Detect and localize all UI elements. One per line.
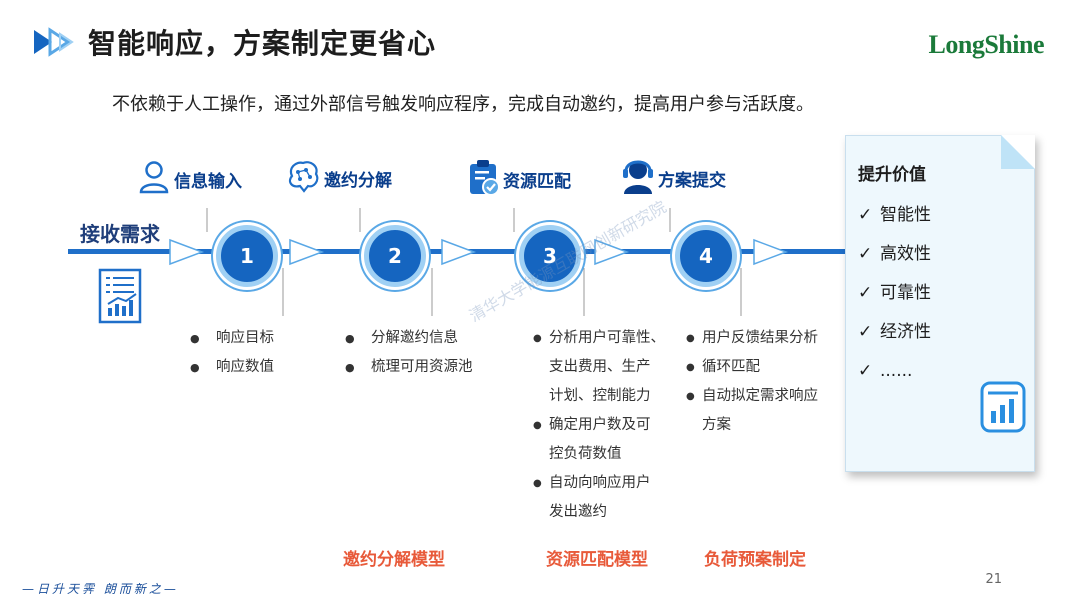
step-1-header: 信息输入 xyxy=(138,160,242,198)
list-item: 用户反馈结果分析 xyxy=(686,324,818,353)
list-item-continued: 支出费用、生产 xyxy=(549,359,651,375)
step-2-header: 邀约分解 xyxy=(284,158,392,198)
value-card: 提升价值 ✓智能性 ✓高效性 ✓可靠性 ✓经济性 ✓...... xyxy=(845,135,1035,472)
model-label-load: 负荷预案制定 xyxy=(704,550,806,570)
list-item: 分析用户可靠性、 xyxy=(533,324,665,353)
list-item: 循环匹配 xyxy=(686,353,818,382)
list-item-continued: 控负荷数值 xyxy=(549,446,622,462)
brain-icon xyxy=(284,158,322,198)
step-1-label: 信息输入 xyxy=(174,171,242,192)
model-label-resource: 资源匹配模型 xyxy=(546,550,648,570)
value-item: ✓经济性 xyxy=(858,313,931,352)
brand-logo: LongShine xyxy=(928,30,1045,59)
step-1-circle: 1 xyxy=(216,225,278,287)
step-2-label: 邀约分解 xyxy=(324,170,392,191)
check-icon: ✓ xyxy=(858,244,873,264)
step-1-bullets: 响应目标 响应数值 xyxy=(190,324,274,382)
clipboard-check-icon xyxy=(467,158,501,200)
value-item: ✓高效性 xyxy=(858,235,931,274)
bar-chart-icon xyxy=(980,381,1026,433)
user-icon xyxy=(138,160,170,198)
check-icon: ✓ xyxy=(858,283,873,303)
page-subtitle: 不依赖于人工操作，通过外部信号触发响应程序，完成自动邀约，提高用户参与活跃度。 xyxy=(112,94,814,115)
list-item-continued: 方案 xyxy=(702,417,731,433)
list-item: 分解邀约信息 xyxy=(345,324,473,353)
page-title: 智能响应，方案制定更省心 xyxy=(88,27,437,60)
value-title: 提升价值 xyxy=(858,165,926,185)
value-item: ✓智能性 xyxy=(858,196,931,235)
list-item-continued: 发出邀约 xyxy=(549,504,607,520)
model-label-invite: 邀约分解模型 xyxy=(343,550,445,570)
list-item: 确定用户数及可 xyxy=(533,411,665,440)
step-3-bullets: 分析用户可靠性、 支出费用、生产 计划、控制能力 确定用户数及可 控负荷数值 自… xyxy=(533,324,665,527)
list-item-continued: 计划、控制能力 xyxy=(549,388,651,404)
step-4-bullets: 用户反馈结果分析 循环匹配 自动拟定需求响应 方案 xyxy=(686,324,818,440)
list-item: 自动拟定需求响应 xyxy=(686,382,818,411)
step-4-header: 方案提交 xyxy=(620,156,726,200)
step-3-label: 资源匹配 xyxy=(503,171,571,192)
title-play-icon xyxy=(30,26,76,62)
list-item: 响应目标 xyxy=(190,324,274,353)
report-chart-icon xyxy=(96,266,146,332)
value-list: ✓智能性 ✓高效性 ✓可靠性 ✓经济性 ✓...... xyxy=(858,196,931,391)
list-item: 梳理可用资源池 xyxy=(345,353,473,382)
receive-requirement-label: 接收需求 xyxy=(80,222,160,246)
footer-slogan: —日升天霁 朗而新之— xyxy=(22,582,179,596)
page-number: 21 xyxy=(985,572,1002,587)
folded-corner-icon xyxy=(1001,135,1035,169)
step-3-circle: 3 xyxy=(519,225,581,287)
step-3-header: 资源匹配 xyxy=(467,158,571,200)
check-icon: ✓ xyxy=(858,361,873,381)
list-item: 自动向响应用户 xyxy=(533,469,665,498)
step-4-label: 方案提交 xyxy=(658,170,726,191)
value-item: ✓...... xyxy=(858,352,931,391)
support-agent-icon xyxy=(620,156,656,200)
check-icon: ✓ xyxy=(858,205,873,225)
step-2-bullets: 分解邀约信息 梳理可用资源池 xyxy=(345,324,473,382)
check-icon: ✓ xyxy=(858,322,873,342)
step-2-circle: 2 xyxy=(364,225,426,287)
list-item: 响应数值 xyxy=(190,353,274,382)
value-item: ✓可靠性 xyxy=(858,274,931,313)
step-4-circle: 4 xyxy=(675,225,737,287)
